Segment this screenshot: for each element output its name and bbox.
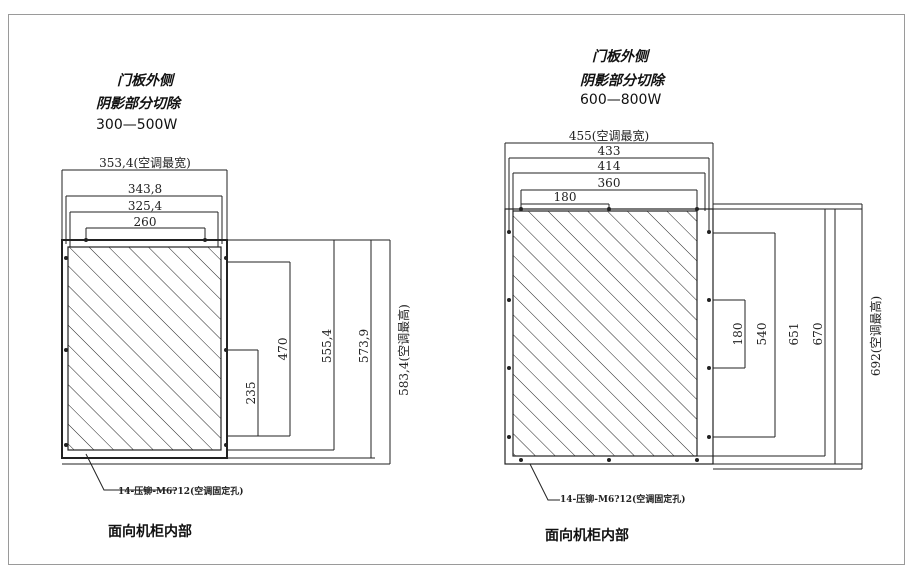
right-hole	[607, 458, 611, 462]
left-unit	[61, 169, 391, 491]
left-dim-235: 235	[244, 382, 258, 405]
right-hole	[695, 458, 699, 462]
left-dim-325: 325,4	[128, 199, 163, 213]
right-hole	[519, 207, 523, 211]
right-dim-width-max: 455(空调最宽)	[569, 128, 649, 143]
left-dim-343: 343,8	[128, 182, 162, 196]
left-power-range: 300—500W	[96, 117, 178, 133]
left-hole	[224, 443, 228, 447]
right-dim-540: 540	[755, 323, 769, 346]
left-hole	[203, 238, 207, 242]
right-hole	[707, 366, 711, 370]
right-dim-height-max: 692(空调最高)	[868, 296, 883, 376]
right-dim-651: 651	[787, 323, 801, 346]
right-hole-note: 14-压铆-M6?12(空调固定孔)	[560, 493, 686, 505]
right-dim-414: 414	[598, 159, 621, 173]
left-hole-note: 14-压铆-M6?12(空调固定孔)	[118, 485, 244, 497]
left-dim-height-max: 583,4(空调最高)	[396, 304, 411, 396]
right-hole	[707, 435, 711, 439]
left-title-line1: 门板外侧	[117, 73, 173, 89]
right-dim-433: 433	[598, 144, 621, 158]
right-hole	[507, 435, 511, 439]
left-hole	[64, 348, 68, 352]
right-hole	[507, 298, 511, 302]
drawing-border	[8, 14, 905, 565]
left-title-line2: 阴影部分切除	[96, 96, 180, 112]
right-hole	[507, 366, 511, 370]
right-fixing-holes	[507, 207, 711, 462]
right-hole	[707, 298, 711, 302]
left-dim-width-max: 353,4(空调最宽)	[99, 155, 191, 170]
left-hole	[224, 256, 228, 260]
right-title-line1: 门板外侧	[592, 49, 648, 65]
left-dim-573: 573,9	[357, 329, 371, 363]
right-hole	[507, 230, 511, 234]
left-dim-470: 470	[276, 338, 290, 361]
right-dim-360: 360	[598, 176, 621, 190]
right-hole	[695, 207, 699, 211]
left-hatched-cutout	[67, 246, 222, 451]
right-dim-670: 670	[811, 323, 825, 346]
right-power-range: 600—800W	[580, 92, 662, 108]
right-hatched-cutout	[512, 210, 698, 457]
left-hole	[224, 348, 228, 352]
left-dim-555: 555,4	[320, 328, 334, 363]
left-hole	[64, 256, 68, 260]
left-fixing-holes	[64, 238, 228, 447]
right-leader-line	[529, 463, 560, 501]
right-hole	[607, 207, 611, 211]
right-dim-180-vertical: 180	[731, 323, 745, 346]
right-hole	[519, 458, 523, 462]
right-title-line2: 阴影部分切除	[580, 73, 664, 89]
left-hole	[64, 443, 68, 447]
right-footer: 面向机柜内部	[545, 528, 629, 544]
right-dim-180: 180	[554, 190, 577, 204]
right-hole	[707, 230, 711, 234]
left-leader-line	[85, 453, 176, 491]
right-unit	[504, 142, 863, 501]
left-hole	[84, 238, 88, 242]
left-dim-260: 260	[134, 215, 157, 229]
left-footer: 面向机柜内部	[108, 524, 192, 540]
